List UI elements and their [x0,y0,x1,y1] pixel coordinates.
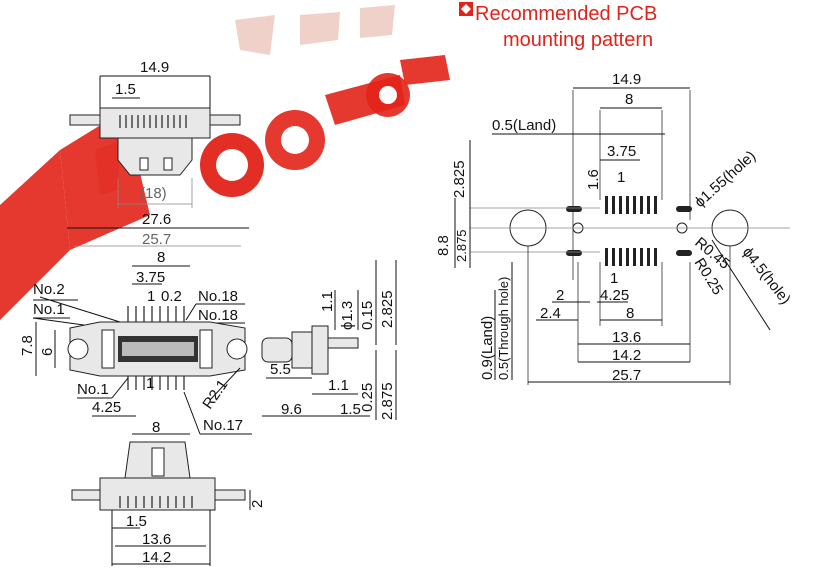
dim-main-b1: 1 [146,375,154,392]
section-title-line1: Recommended PCB [475,3,657,25]
section-heading: Recommended PCB mounting pattern [459,2,657,51]
dim-main-b8: 8 [152,419,160,436]
pcb-through-05: 0.5(Through hole) [496,277,511,380]
dim-side-2825: 2.825 [379,290,396,328]
dim-bottom-15: 1.5 [126,513,147,530]
dim-side-96: 9.6 [281,401,302,418]
pcb-dim-8: 8 [625,91,633,108]
pcb-dim-1b: 1 [610,270,618,287]
main-view: 27.6 25.7 8 3.75 1 0.2 No.2 No.1 No.18 N… [19,211,252,436]
pcb-land-09: 0.9(Land) [479,316,496,380]
dim-side-55: 5.5 [270,361,291,378]
dim-main-6: 6 [39,348,56,356]
dim-main-78: 7.8 [19,335,36,356]
label-no1-top: No.1 [33,301,65,318]
pcb-dim-16: 1.6 [585,169,602,190]
dim-bottom-136: 13.6 [142,531,171,548]
pcb-dim-149: 14.9 [612,71,641,88]
dim-front-ref: (18) [140,185,167,202]
dim-side-11b: 1.1 [328,377,349,394]
dim-side-15: 1.5 [340,401,361,418]
dim-main-8: 8 [157,249,165,266]
dim-side-025: 0.25 [359,383,376,412]
label-no17: No.17 [203,417,243,434]
dim-main-257: 25.7 [142,231,171,248]
pcb-dim-257: 25.7 [612,367,641,384]
dim-main-276: 27.6 [142,211,171,228]
label-no2: No.2 [33,281,65,298]
pcb-hole-45: ϕ4.5(hole) [739,244,794,308]
pcb-dim-1: 1 [617,169,625,186]
pcb-dim-136: 13.6 [612,329,641,346]
dim-main-425: 4.25 [92,399,121,416]
dim-side-2875: 2.875 [379,382,396,420]
label-no1-bottom: No.1 [77,381,109,398]
section-title-line2: mounting pattern [503,29,653,51]
dim-main-1: 1 [147,288,155,305]
pcb-dim-2825: 2.825 [451,160,468,198]
pcb-hole-155: ϕ1.55(hole) [691,148,759,211]
pcb-dim-8b: 8 [626,305,634,322]
pcb-dim-2: 2 [556,287,564,304]
dim-main-02: 0.2 [161,288,182,305]
dim-side-11: 1.1 [319,291,336,312]
dim-bottom-2: 2 [249,500,266,508]
pcb-land-05: 0.5(Land) [492,117,556,134]
watermark-logo [0,5,450,320]
pcb-pattern: 14.9 8 0.5(Land) 3.75 1 1.6 [435,71,794,385]
front-view: 14.9 1.5 (18) [69,59,241,208]
dim-front-width: 14.9 [140,59,169,76]
dim-side-015: 0.15 [359,301,376,330]
side-view: 1.1 ϕ1.3 0.15 2.825 5.5 1.1 0.25 2.875 9… [261,260,397,420]
dim-main-375: 3.75 [136,269,165,286]
pcb-dim-375: 3.75 [607,143,636,160]
pcb-dim-142: 14.2 [612,347,641,364]
pcb-dim-24: 2.4 [540,305,561,322]
bottom-view: 2 1.5 13.6 14.2 [71,441,266,566]
label-no18-b: No.18 [198,307,238,324]
pcb-dim-2875: 2.875 [454,229,469,262]
pcb-dim-425: 4.25 [600,287,629,304]
dim-side-phi13: ϕ1.3 [339,301,356,330]
dim-front-pitch: 1.5 [115,81,136,98]
pcb-dim-88: 8.8 [435,235,452,256]
dim-bottom-142: 14.2 [142,549,171,566]
label-no18-a: No.18 [198,288,238,305]
